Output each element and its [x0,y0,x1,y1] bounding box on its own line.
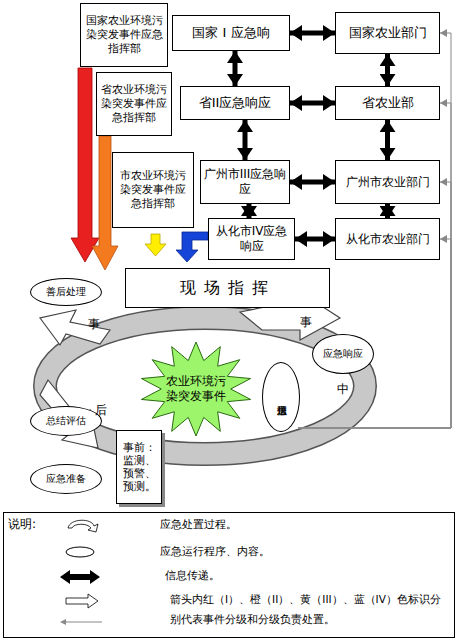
info-arrow [233,51,238,86]
node-text: 从化市IV应急响应 [211,224,292,254]
info-arrow [295,237,335,242]
node-text: 现场指挥 [180,278,276,298]
legend-heading: 说明: [8,516,36,533]
department-box: 从化市农业部门 [335,218,440,260]
legend-frame [4,513,455,638]
node-text: 广州市III应急响应 [203,167,287,197]
command-box: 省农业环境污染突发事件应急指挥部 [96,72,172,136]
department-box: 省农业部 [335,86,440,120]
info-arrow [247,204,252,218]
report-line [298,33,451,428]
command-box: 市农业环境污染突发事件应急指挥部 [112,152,194,228]
node-text: 总结评估 [46,415,86,428]
node-text: 省农业部 [362,95,414,111]
response-box: 从化市IV应急响应 [208,218,295,260]
department-box: 广州市农业部门 [335,160,440,204]
info-arrow [385,54,390,86]
command-box: 国家农业环境污染突发事件应急指挥部 [80,3,168,67]
red-arrow [71,68,99,262]
response-box: 广州市III应急响应 [200,160,290,204]
legend-text: 应急运行程序、内容。 [160,542,440,562]
node-text: 农业环境污染突发事件 [165,374,227,404]
node-text: 善后处理 [46,286,86,299]
node-text: 省II应急响应 [199,95,272,111]
response-box: 国家 I 应急响 [172,15,290,51]
report-line [298,103,451,428]
info-arrow [290,101,335,106]
field-command-box: 现场指挥 [125,268,330,308]
node-text: 应急准备 [46,473,86,486]
legend-text: 箭头内红（I）、橙（II）、黄（III）、蓝（IV）色标识分别代表事件分级和分级… [170,590,445,630]
double-arrow-symbol [60,570,100,584]
event-starburst: 农业环境污染突发事件 [140,342,252,436]
yellow-arrow [145,234,166,256]
node-text: 国家 I 应急响 [192,25,269,41]
info-arrow [385,204,390,218]
info-arrow [290,31,335,36]
pre-event-box: 事前：监测、预警、预测。 [116,430,162,504]
stage-ellipse: 善后处理 [30,278,102,306]
node-text: 广州市农业部门 [346,175,430,190]
node-text: 事前：监测、预警、预测。 [119,441,159,494]
info-arrow [385,120,390,160]
node-text: 国家农业环境污染突发事件应急指挥部 [83,14,165,55]
thin-arrow-head [60,619,66,625]
cycle-label: 事 [300,314,312,331]
response-box: 省II应急响应 [180,86,290,120]
process-symbol [68,520,98,532]
node-text: 从化市农业部门 [346,232,430,247]
blue-arrow [176,232,208,262]
cycle-label: 后 [95,402,107,419]
stage-ellipse: 信息报送 [262,362,300,432]
cycle-arrow-head [40,310,110,345]
node-text: 省农业环境污染突发事件应急指挥部 [99,83,169,124]
legend-text: 应急处置过程。 [160,515,440,535]
node-text: 应急响应 [323,348,363,361]
thin-arrow-symbol [62,622,102,623]
department-box: 国家农业部门 [335,12,440,54]
legend-text: 信息传递。 [165,566,445,586]
stage-ellipse: 总结评估 [30,406,102,436]
node-text: 国家农业部门 [349,25,427,41]
stage-ellipse: 应急响应 [312,334,374,374]
node-text: 市农业环境污染突发事件应急指挥部 [115,169,191,210]
info-arrow [290,180,335,185]
stage-ellipse: 应急准备 [30,464,102,494]
info-arrow [243,120,248,160]
cycle-label: 中 [337,381,349,398]
outline-arrow-symbol [66,594,98,608]
ellipse-symbol [66,547,94,557]
cycle-label: 事 [88,316,100,333]
